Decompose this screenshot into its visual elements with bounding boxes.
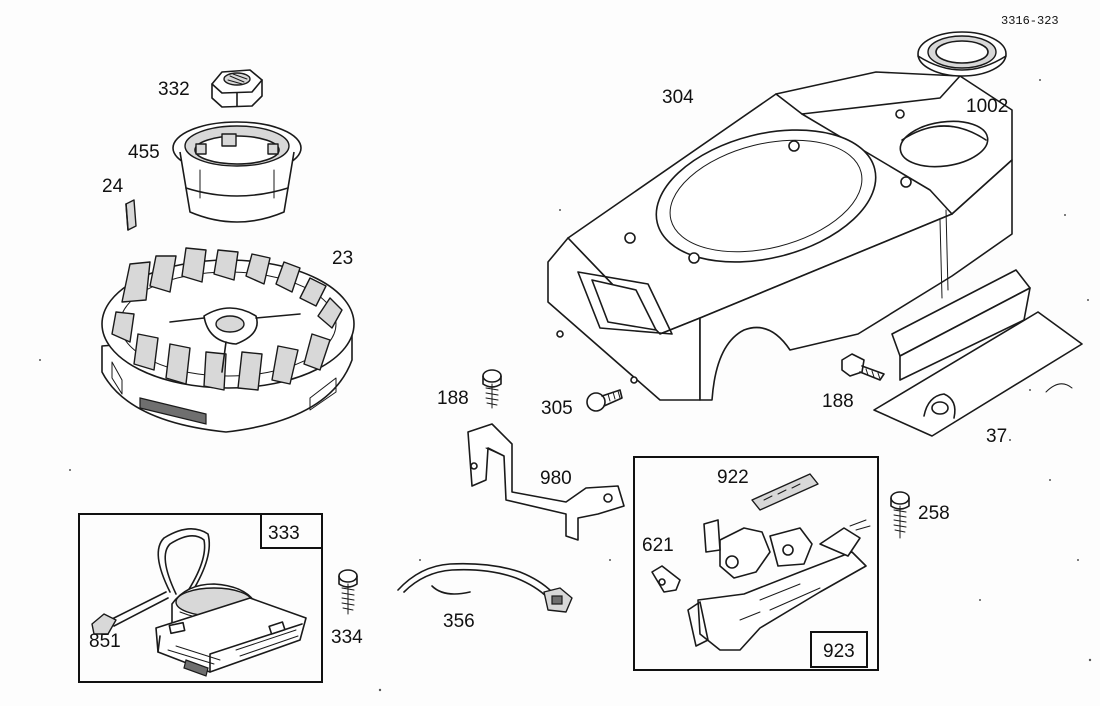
part-305-screw xyxy=(586,389,623,412)
label-258: 258 xyxy=(918,503,950,524)
label-333: 333 xyxy=(268,523,300,544)
part-304-blower-housing xyxy=(547,71,1013,401)
label-922: 922 xyxy=(717,467,749,488)
part-23-flywheel xyxy=(101,247,355,433)
label-188-right: 188 xyxy=(822,391,854,412)
label-23: 23 xyxy=(332,248,353,269)
label-334: 334 xyxy=(331,627,363,648)
document-id: 3316-323 xyxy=(1001,14,1059,28)
label-621: 621 xyxy=(642,535,674,556)
part-334-screw xyxy=(338,569,358,615)
part-980-bracket xyxy=(467,423,625,541)
label-188-left: 188 xyxy=(437,388,469,409)
part-923-governor-assembly xyxy=(633,456,879,671)
label-304: 304 xyxy=(662,87,694,108)
label-980: 980 xyxy=(540,468,572,489)
part-37-air-guide xyxy=(873,269,1083,437)
part-258-screw xyxy=(890,491,910,539)
label-305: 305 xyxy=(541,398,573,419)
part-1002-grommet xyxy=(917,31,1007,77)
label-332: 332 xyxy=(158,79,190,100)
label-455: 455 xyxy=(128,142,160,163)
part-332-nut xyxy=(211,69,263,108)
label-24: 24 xyxy=(102,176,124,197)
part-455-starter-cup xyxy=(172,121,302,223)
part-356-ground-wire xyxy=(397,562,573,613)
part-188-screw-right xyxy=(841,353,885,381)
label-356: 356 xyxy=(443,611,475,632)
label-923: 923 xyxy=(823,641,855,662)
label-1002: 1002 xyxy=(966,96,1008,117)
label-851: 851 xyxy=(89,631,121,652)
part-333-armature-assembly xyxy=(78,513,323,683)
label-37: 37 xyxy=(986,426,1007,447)
part-188-screw-left xyxy=(482,369,502,409)
part-24-flywheel-key xyxy=(125,199,137,231)
